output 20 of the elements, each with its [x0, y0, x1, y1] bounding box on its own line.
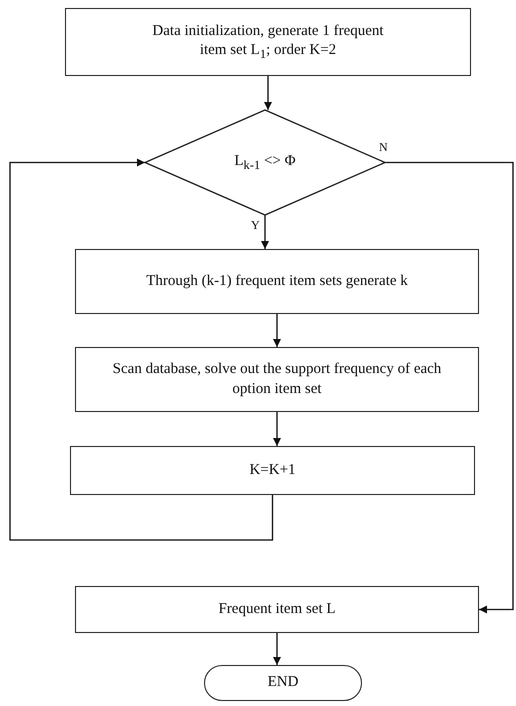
- node-text: Scan database, solve out the support frequency of each option item set: [112, 360, 442, 398]
- terminal-box: [204, 665, 362, 701]
- node-text: Through (k-1) frequent item sets generate k: [146, 272, 408, 291]
- arrow: [273, 633, 281, 665]
- process-box: [75, 347, 479, 412]
- arrow: [273, 412, 281, 446]
- process-box: [70, 446, 475, 495]
- arrow: [273, 314, 281, 347]
- arrow: [264, 76, 272, 110]
- node-text: L$_{k-1}$ <> Φ: [234, 152, 296, 174]
- arrow: [385, 162, 514, 614]
- process-box: [65, 8, 471, 76]
- process-box: [75, 249, 479, 314]
- node-text: END: [268, 673, 298, 692]
- node-text: K=K+1: [249, 460, 296, 480]
- node-text: Frequent item set L: [218, 600, 336, 619]
- process-box: [75, 586, 479, 633]
- arrow: [261, 215, 269, 249]
- node-text: Data initialization, generate 1 frequent item set L$_{1}$; order K=2: [151, 22, 385, 62]
- arrow: [9, 158, 274, 541]
